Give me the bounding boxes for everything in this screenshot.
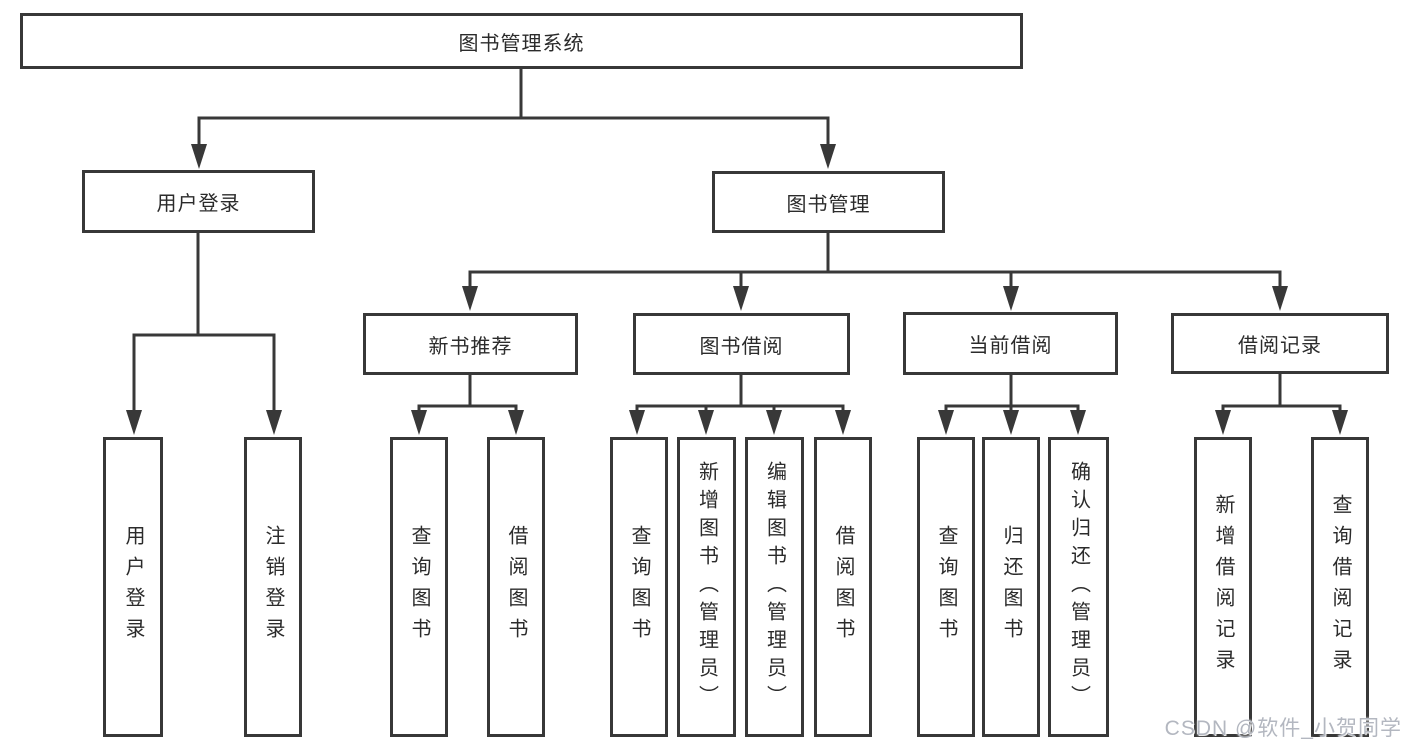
leaf-label: 确认归还（管理员） bbox=[1067, 461, 1090, 713]
arrowhead bbox=[411, 410, 427, 435]
arrowhead bbox=[126, 410, 142, 435]
arrowhead bbox=[462, 286, 478, 311]
leaf-label: 查询图书 bbox=[408, 525, 430, 649]
leaf-query-books-current: 查询图书 bbox=[917, 437, 975, 737]
arrowhead bbox=[766, 410, 782, 435]
leaf-label: 借阅图书 bbox=[832, 525, 854, 649]
leaf-query-books-recommend: 查询图书 bbox=[390, 437, 448, 737]
leaf-logout: 注销登录 bbox=[244, 437, 302, 737]
leaf-query-books-borrow: 查询图书 bbox=[610, 437, 668, 737]
leaf-label: 查询图书 bbox=[628, 525, 650, 649]
leaf-add-borrow-record: 新增借阅记录 bbox=[1194, 437, 1252, 737]
node-borrow-records: 借阅记录 bbox=[1171, 313, 1389, 374]
node-user-login: 用户登录 bbox=[82, 170, 315, 233]
arrowhead bbox=[191, 144, 207, 169]
leaf-label: 新增图书（管理员） bbox=[695, 461, 718, 713]
arrowhead bbox=[266, 410, 282, 435]
arrowhead bbox=[1332, 410, 1348, 435]
arrowhead bbox=[1272, 286, 1288, 311]
arrowhead bbox=[1215, 410, 1231, 435]
leaf-label: 归还图书 bbox=[1000, 525, 1022, 649]
leaf-label: 新增借阅记录 bbox=[1212, 494, 1234, 680]
leaf-return-books: 归还图书 bbox=[982, 437, 1040, 737]
leaf-confirm-return-admin: 确认归还（管理员） bbox=[1048, 437, 1109, 737]
arrowhead bbox=[820, 144, 836, 169]
node-current-borrow: 当前借阅 bbox=[903, 312, 1118, 375]
leaf-label: 编辑图书（管理员） bbox=[763, 461, 786, 713]
csdn-watermark: CSDN @软件_小贺同学 bbox=[1164, 717, 1402, 740]
leaf-borrow-books-borrow: 借阅图书 bbox=[814, 437, 872, 737]
leaf-label: 借阅图书 bbox=[505, 525, 527, 649]
arrowhead bbox=[629, 410, 645, 435]
arrowhead bbox=[938, 410, 954, 435]
leaf-label: 查询图书 bbox=[935, 525, 957, 649]
node-root: 图书管理系统 bbox=[20, 13, 1023, 69]
leaf-label: 注销登录 bbox=[262, 525, 284, 649]
leaf-borrow-books-recommend: 借阅图书 bbox=[487, 437, 545, 737]
arrowhead bbox=[733, 286, 749, 311]
leaf-user-login: 用户登录 bbox=[103, 437, 163, 737]
arrowhead bbox=[835, 410, 851, 435]
leaf-label: 用户登录 bbox=[122, 525, 144, 649]
leaf-add-books-admin: 新增图书（管理员） bbox=[677, 437, 736, 737]
node-new-book-recommend: 新书推荐 bbox=[363, 313, 578, 375]
leaf-label: 查询借阅记录 bbox=[1329, 494, 1351, 680]
arrowhead bbox=[1070, 410, 1086, 435]
arrowhead bbox=[508, 410, 524, 435]
leaf-edit-books-admin: 编辑图书（管理员） bbox=[745, 437, 804, 737]
node-book-borrow: 图书借阅 bbox=[633, 313, 850, 375]
arrowhead bbox=[698, 410, 714, 435]
arrowhead bbox=[1003, 286, 1019, 311]
arrowheads bbox=[126, 144, 1348, 435]
leaf-query-borrow-record: 查询借阅记录 bbox=[1311, 437, 1369, 737]
arrowhead bbox=[1003, 410, 1019, 435]
node-book-management: 图书管理 bbox=[712, 171, 945, 233]
